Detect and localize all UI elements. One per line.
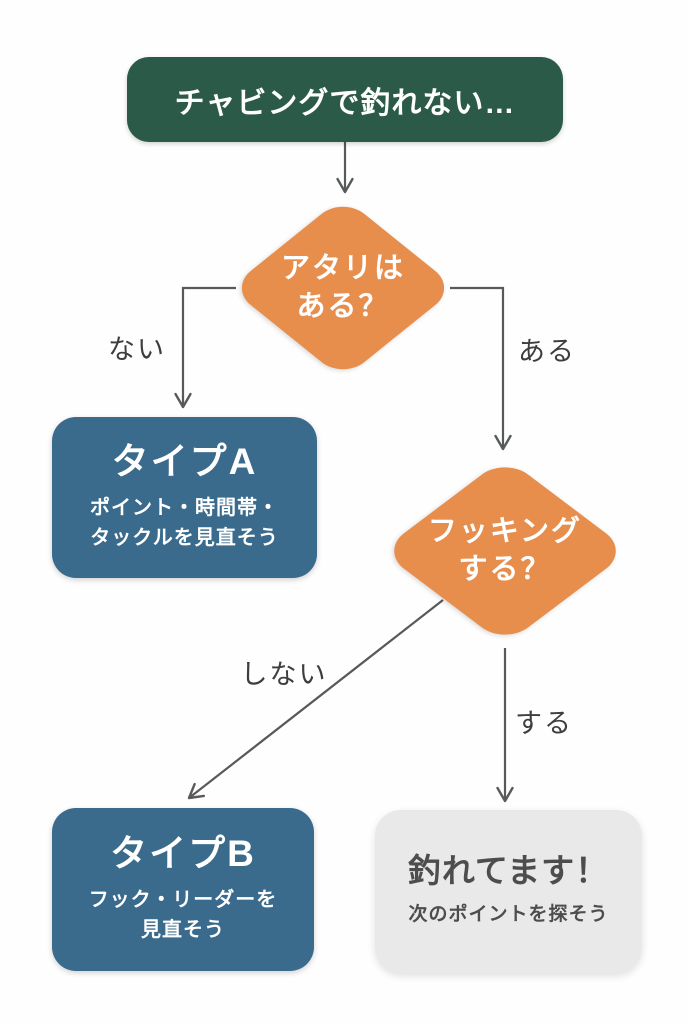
type-a-desc: ポイント・時間帯・ タックルを見直そう [90,493,279,553]
success-desc: 次のポイントを探そう [408,904,609,926]
type-b-desc-line2: 見直そう [140,918,225,941]
edge-label-hooking-no: しない [240,659,328,690]
type-b-desc-line1: フック・リーダーを [88,888,278,911]
decision-atari-line2: ある？ [296,290,390,322]
type-a-desc-line1: ポイント・時間帯・ [90,496,279,519]
type-b-title: タイプB [110,833,256,875]
edge-label-atari-yes: ある [518,336,576,367]
type-a-desc-line2: タックルを見直そう [90,526,279,549]
node-type-a: タイプA ポイント・時間帯・ タックルを見直そう [52,417,317,578]
node-start: チャビングで釣れない… [127,57,563,142]
decision-atari-line1: アタリは [280,252,406,285]
type-b-desc: フック・リーダーを 見直そう [89,885,278,945]
decision-atari-text: アタリは ある？ [281,250,405,325]
edge-hooking-no-to-type-b [187,599,444,800]
type-a-title: タイプA [111,441,258,483]
node-success: 釣れてます！ 次のポイントを探そう [375,810,642,973]
start-label: チャビングで釣れない… [174,86,516,120]
edge-label-hooking-yes: する [515,708,573,739]
decision-hooking-line1: フッキング [427,515,583,548]
node-type-b: タイプB フック・リーダーを 見直そう [52,808,314,971]
edge-label-atari-no: ない [108,334,166,365]
decision-hooking-text: フッキング する？ [428,513,582,588]
success-title: 釣れてます！ [407,852,610,890]
decision-hooking-line2: する？ [458,553,552,585]
edge-atari-yes-to-hooking [450,286,512,451]
edge-atari-no-to-type-a [174,286,236,409]
